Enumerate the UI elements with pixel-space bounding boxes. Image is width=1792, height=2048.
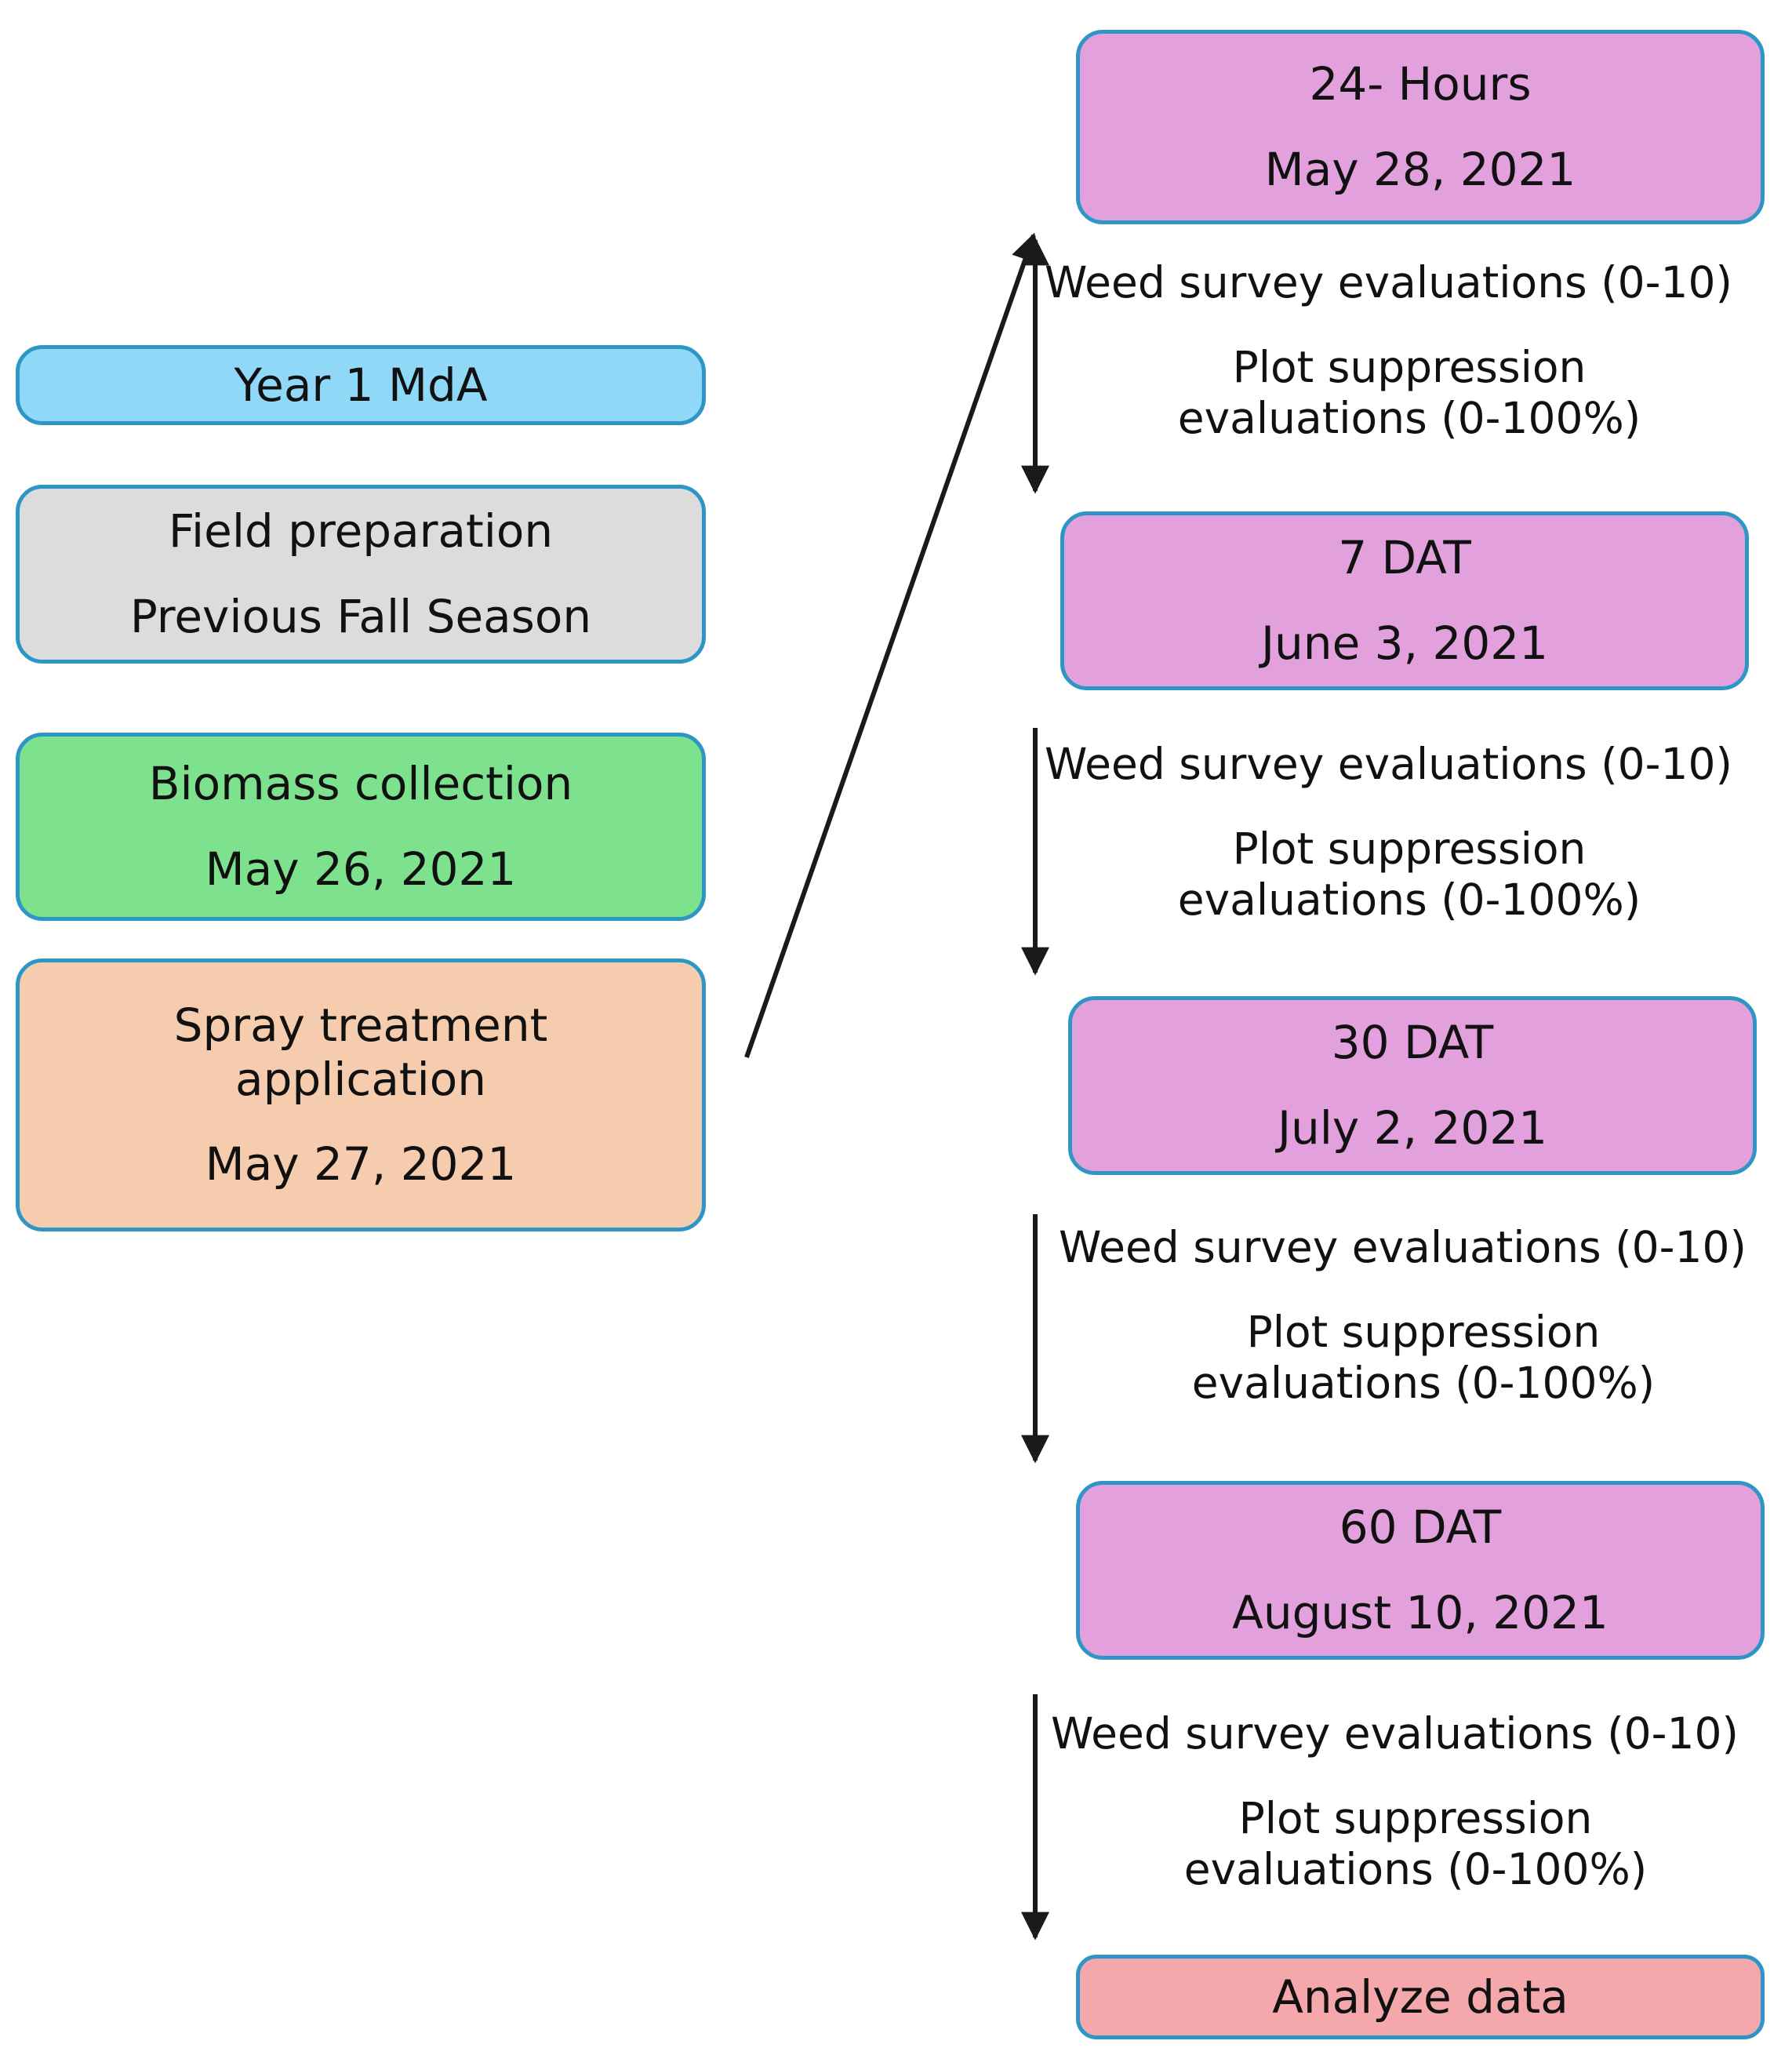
edge-label-plot-suppression-range-1: evaluations (0-100%) bbox=[1177, 393, 1641, 444]
node-7-dat[interactable]: 7 DAT June 3, 2021 bbox=[1060, 511, 1749, 690]
edge-label-plot-suppression-range-3: evaluations (0-100%) bbox=[1191, 1358, 1656, 1409]
edge-label-plot-suppression-2: Plot suppression bbox=[1232, 823, 1587, 874]
node-30-dat-date: July 2, 2021 bbox=[1277, 1101, 1548, 1155]
edge-label-plot-suppression-1: Plot suppression bbox=[1232, 341, 1587, 392]
edge-label-weed-survey-2: Weed survey evaluations (0-10) bbox=[1045, 739, 1732, 789]
node-analyze-data[interactable]: Analyze data bbox=[1076, 1955, 1765, 2039]
node-analyze-data-label: Analyze data bbox=[1272, 1970, 1568, 2024]
node-60-dat[interactable]: 60 DAT August 10, 2021 bbox=[1076, 1481, 1765, 1660]
node-60-dat-date: August 10, 2021 bbox=[1232, 1586, 1608, 1639]
node-year-1-mda[interactable]: Year 1 MdA bbox=[16, 345, 706, 425]
node-7-dat-label: 7 DAT bbox=[1338, 531, 1471, 585]
edge-label-plot-suppression-3: Plot suppression bbox=[1246, 1306, 1601, 1357]
node-spray-treatment-date: May 27, 2021 bbox=[205, 1137, 517, 1191]
node-7-dat-date: June 3, 2021 bbox=[1260, 617, 1549, 670]
node-24-hours-date: May 28, 2021 bbox=[1264, 143, 1576, 196]
edge-label-plot-suppression-range-4: evaluations (0-100%) bbox=[1183, 1844, 1648, 1895]
node-field-preparation-line2: Previous Fall Season bbox=[129, 590, 592, 643]
node-spray-treatment-application[interactable]: Spray treatment application May 27, 2021 bbox=[16, 959, 706, 1231]
node-biomass-collection[interactable]: Biomass collection May 26, 2021 bbox=[16, 733, 706, 921]
connector-spray-to-24hours bbox=[744, 232, 1039, 1058]
node-year-1-mda-line1: Year 1 MdA bbox=[234, 358, 488, 412]
edge-label-weed-survey-4: Weed survey evaluations (0-10) bbox=[1051, 1708, 1739, 1759]
node-24-hours[interactable]: 24- Hours May 28, 2021 bbox=[1076, 30, 1765, 224]
edge-label-weed-survey-3: Weed survey evaluations (0-10) bbox=[1059, 1222, 1747, 1272]
edge-label-60dat-analyze: Weed survey evaluations (0-10) Plot supp… bbox=[1051, 1708, 1780, 1895]
node-60-dat-label: 60 DAT bbox=[1339, 1501, 1502, 1555]
node-biomass-collection-date: May 26, 2021 bbox=[205, 842, 517, 896]
node-30-dat-label: 30 DAT bbox=[1331, 1016, 1494, 1070]
node-field-preparation[interactable]: Field preparation Previous Fall Season bbox=[16, 485, 706, 664]
edge-label-plot-suppression-4: Plot suppression bbox=[1238, 1792, 1593, 1843]
edge-label-24hours-7dat: Weed survey evaluations (0-10) Plot supp… bbox=[1045, 257, 1774, 444]
node-spray-treatment-line1: Spray treatment bbox=[173, 999, 548, 1053]
edge-label-plot-suppression-range-2: evaluations (0-100%) bbox=[1177, 875, 1641, 926]
node-24-hours-label: 24- Hours bbox=[1309, 57, 1532, 111]
node-biomass-collection-line1: Biomass collection bbox=[148, 757, 573, 811]
edge-label-30dat-60dat: Weed survey evaluations (0-10) Plot supp… bbox=[1059, 1222, 1788, 1409]
edge-label-7dat-30dat: Weed survey evaluations (0-10) Plot supp… bbox=[1045, 740, 1774, 925]
node-spray-treatment-line2: application bbox=[235, 1052, 486, 1106]
node-field-preparation-line1: Field preparation bbox=[168, 504, 554, 558]
node-30-dat[interactable]: 30 DAT July 2, 2021 bbox=[1068, 996, 1757, 1175]
edge-label-weed-survey-1: Weed survey evaluations (0-10) bbox=[1045, 257, 1732, 307]
